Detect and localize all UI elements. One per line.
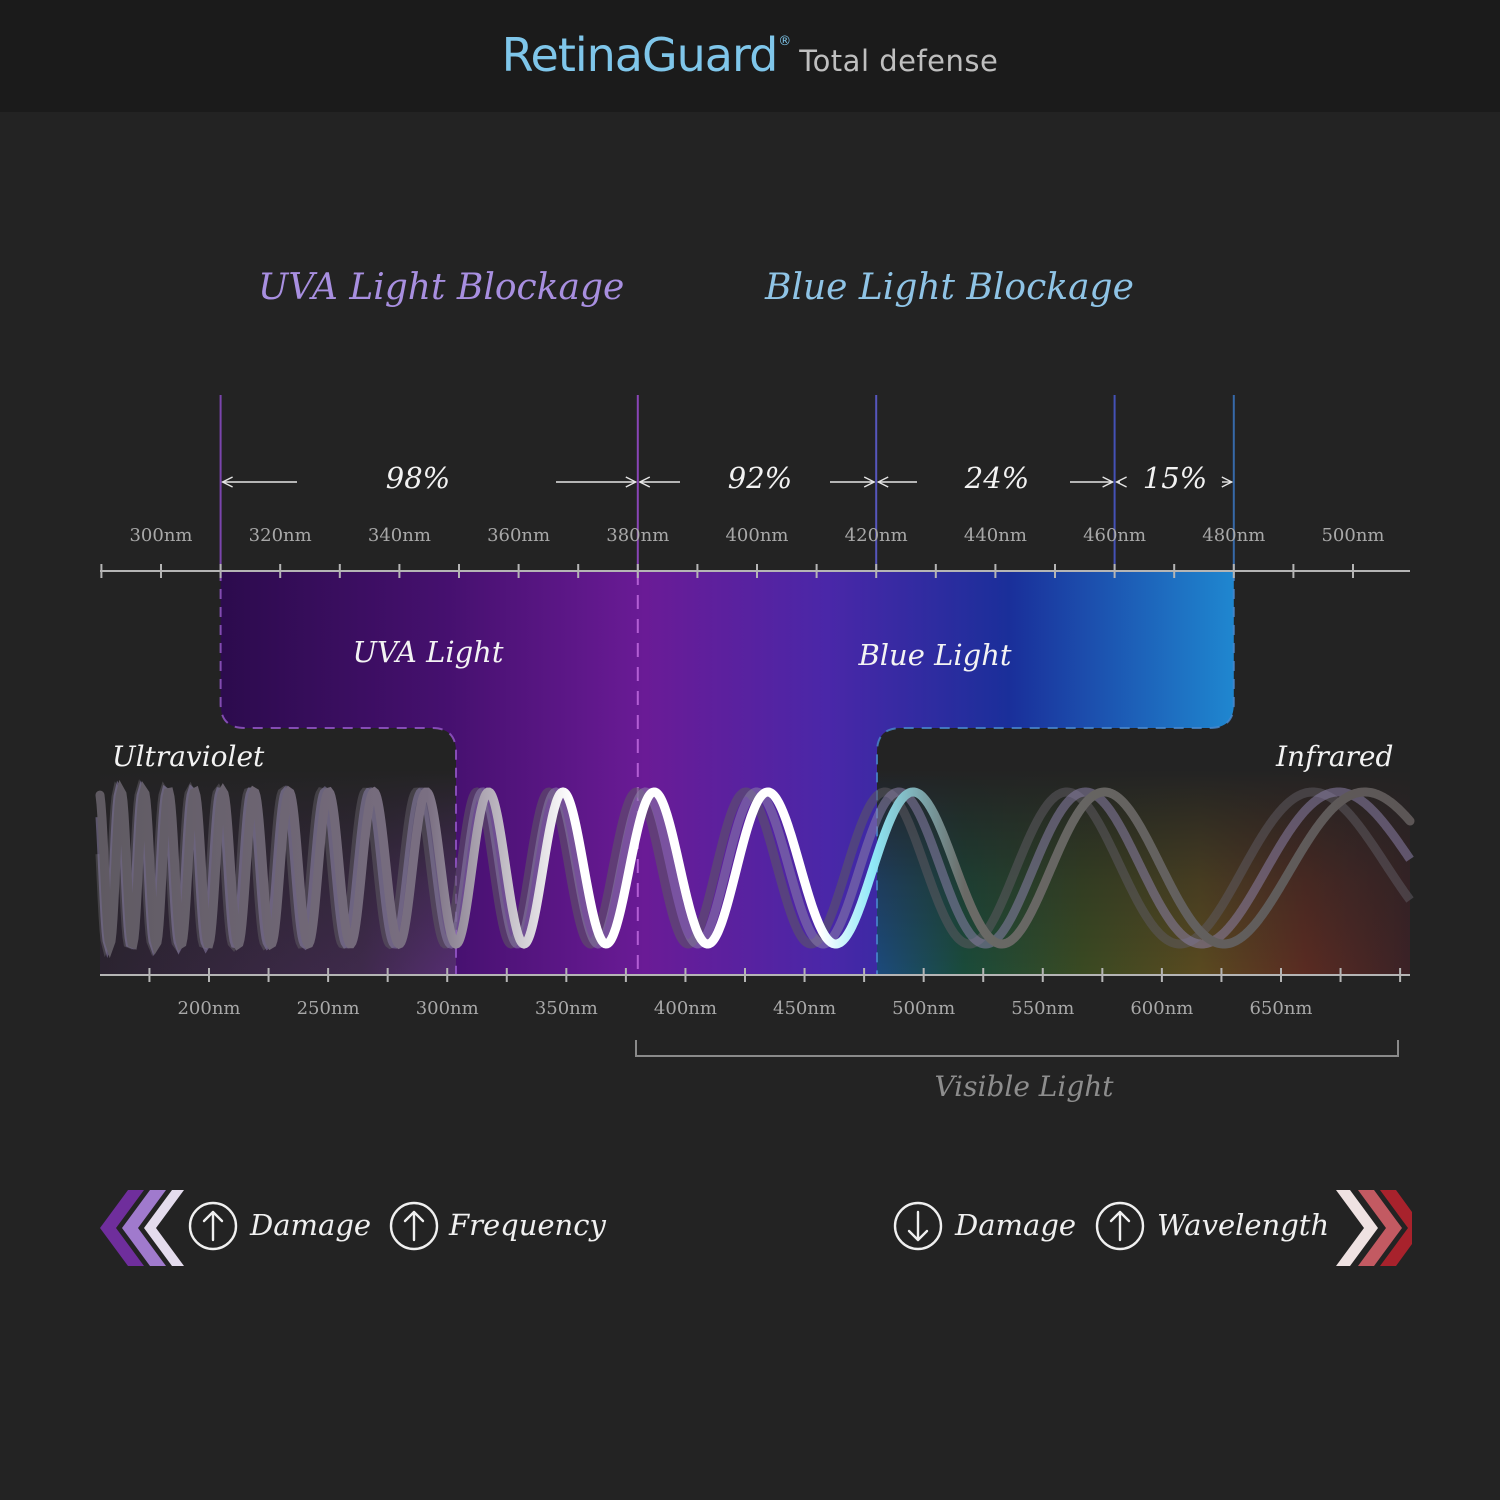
legend-circle bbox=[893, 1201, 943, 1251]
blockage-dividers bbox=[219, 395, 1235, 575]
top-axis-label: 460nm bbox=[1083, 525, 1147, 546]
wavelength-up-arrow-icon bbox=[1095, 1201, 1145, 1251]
top-axis-label: 420nm bbox=[844, 525, 908, 546]
blockage-percent-uva: 98% bbox=[385, 461, 451, 495]
top-axis-label: 360nm bbox=[487, 525, 551, 546]
legend-arrow-up bbox=[1109, 1210, 1131, 1242]
blue-light-label: Blue Light bbox=[858, 638, 1012, 672]
bottom-axis-label: 600nm bbox=[1130, 998, 1194, 1019]
top-axis-label: 400nm bbox=[725, 525, 789, 546]
top-axis-label: 440nm bbox=[963, 525, 1027, 546]
bottom-axis-label: 500nm bbox=[892, 998, 956, 1019]
wave-main bbox=[95, 779, 1415, 959]
bottom-axis-label: 650nm bbox=[1249, 998, 1313, 1019]
bottom-axis-label: 300nm bbox=[415, 998, 479, 1019]
ir-chevrons-icon bbox=[1336, 1190, 1412, 1266]
legend-ir-damage-label: Damage bbox=[955, 1208, 1077, 1242]
bottom-axis-label: 250nm bbox=[296, 998, 360, 1019]
bottom-axis-label: 550nm bbox=[1011, 998, 1075, 1019]
blockage-percent-420-460: 24% bbox=[964, 461, 1030, 495]
ultraviolet-label: Ultraviolet bbox=[112, 740, 265, 773]
legend-circle bbox=[188, 1201, 238, 1251]
legend-circle bbox=[1095, 1201, 1145, 1251]
blue-blockage-title: Blue Light Blockage bbox=[765, 267, 1134, 308]
top-axis-label: 300nm bbox=[129, 525, 193, 546]
uva-blockage-title: UVA Light Blockage bbox=[258, 267, 625, 308]
visible-light-bracket bbox=[635, 1040, 1399, 1057]
infrared-label: Infrared bbox=[1276, 740, 1394, 773]
top-axis-label: 480nm bbox=[1202, 525, 1266, 546]
legend-arrow-down bbox=[907, 1210, 929, 1242]
legend-frequency-label: Frequency bbox=[449, 1208, 606, 1242]
band-dashed-outline bbox=[219, 571, 1235, 975]
legend-arrow-up bbox=[202, 1210, 224, 1242]
blockage-percent-460-480: 15% bbox=[1142, 461, 1208, 495]
top-axis-label: 500nm bbox=[1321, 525, 1385, 546]
brand-tagline: Total defense bbox=[799, 44, 999, 78]
damage-up-arrow-icon bbox=[188, 1201, 238, 1251]
damage-down-arrow-icon bbox=[893, 1201, 943, 1251]
frequency-up-arrow-icon bbox=[389, 1201, 439, 1251]
bottom-axis-label: 350nm bbox=[534, 998, 598, 1019]
registered-mark: ® bbox=[778, 34, 792, 49]
brand-logo: RetinaGuard® Total defense bbox=[0, 28, 1500, 82]
bottom-axis-label: 200nm bbox=[177, 998, 241, 1019]
wave-oscillation bbox=[95, 779, 1415, 959]
top-wavelength-axis bbox=[100, 564, 1410, 578]
legend-circle bbox=[389, 1201, 439, 1251]
uv-chevrons-icon bbox=[100, 1190, 184, 1266]
top-axis-label: 340nm bbox=[367, 525, 431, 546]
legend-wavelength-label: Wavelength bbox=[1157, 1208, 1330, 1242]
band-right-dashed-edge bbox=[876, 571, 1235, 975]
uva-light-label: UVA Light bbox=[352, 635, 504, 669]
top-axis-label: 380nm bbox=[606, 525, 670, 546]
brand-name: RetinaGuard bbox=[501, 28, 779, 82]
bottom-axis-label: 450nm bbox=[773, 998, 837, 1019]
bottom-wavelength-axis bbox=[100, 968, 1410, 982]
header-bar bbox=[0, 0, 1500, 112]
legend-arrow-up bbox=[403, 1210, 425, 1242]
blockage-percent-380-420: 92% bbox=[727, 461, 793, 495]
top-axis-label: 320nm bbox=[248, 525, 312, 546]
visible-light-label: Visible Light bbox=[934, 1070, 1114, 1103]
legend-uv-damage-label: Damage bbox=[250, 1208, 372, 1242]
bottom-axis-label: 400nm bbox=[653, 998, 717, 1019]
